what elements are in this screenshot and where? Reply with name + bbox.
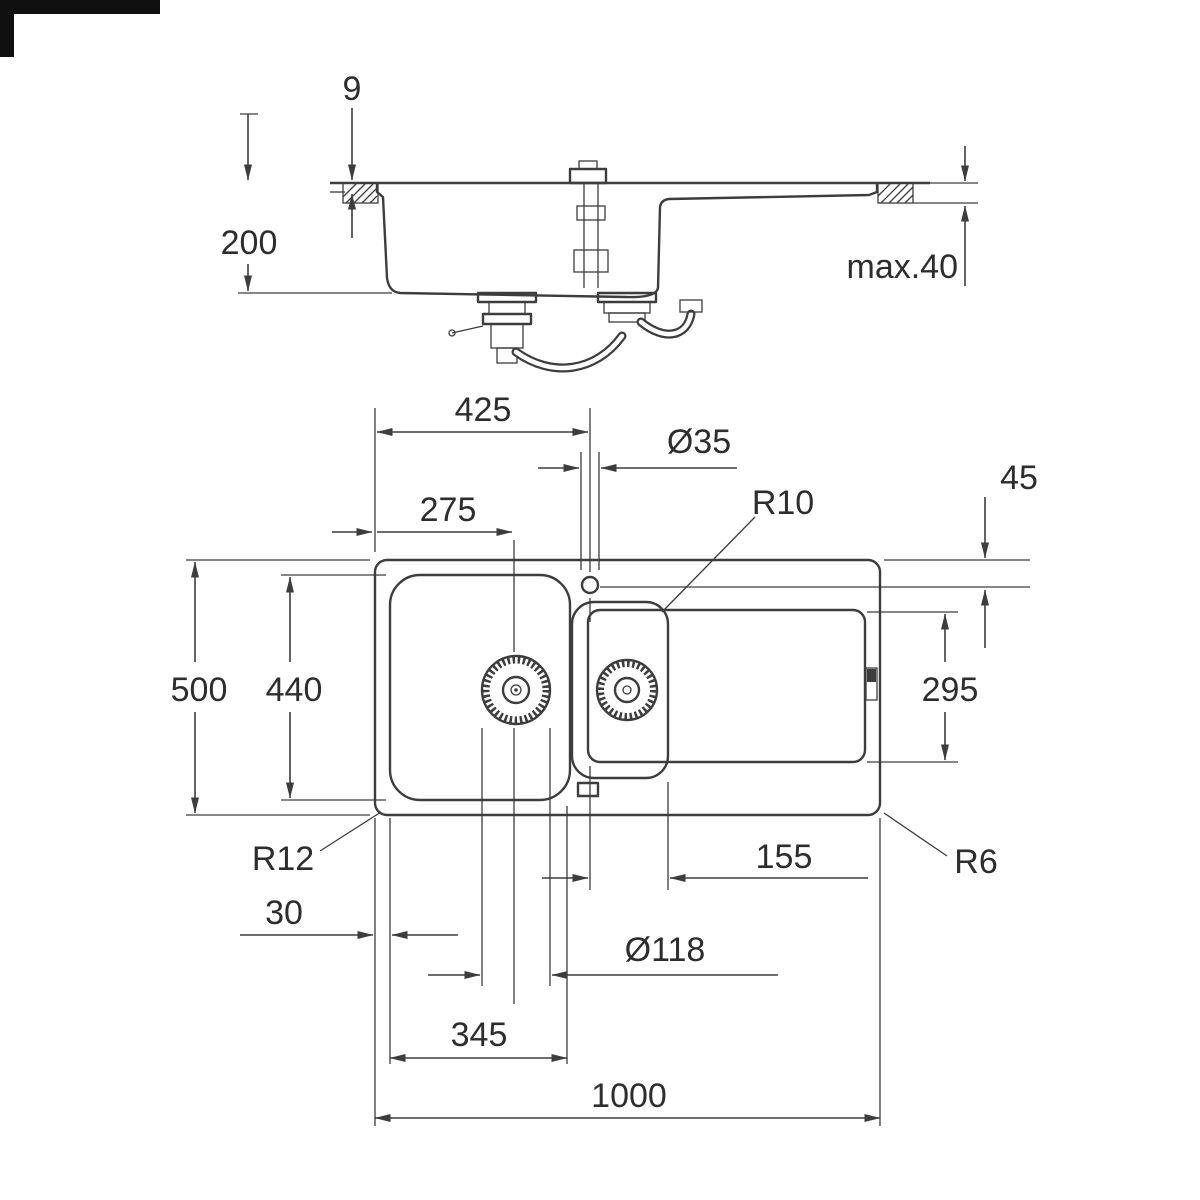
countertop: [330, 181, 978, 204]
sink-outer-edge: [373, 558, 882, 817]
dim-tap-hole-dia: Ø35: [667, 423, 731, 461]
section-view: 9 200 max.40: [221, 70, 978, 373]
dim-drainer-depth: 295: [922, 671, 979, 709]
waste-half-bowl: [595, 658, 659, 722]
waste-main-bowl: [480, 654, 552, 726]
plan-dimensions: 425 Ø35 275 45 R10 500: [171, 391, 1038, 1126]
dim-bowl-inner-depth: 440: [266, 671, 323, 709]
dim-bowl-width: 345: [451, 1016, 508, 1054]
half-bowl: [570, 600, 670, 780]
dim-drainer-offset: 155: [756, 838, 813, 876]
plan-view: 425 Ø35 275 45 R10 500: [171, 391, 1038, 1126]
sink-section-profile: [375, 160, 879, 299]
dim-tap-offset-y: 45: [1000, 459, 1038, 497]
dim-inner-radius: R10: [752, 484, 814, 522]
dim-bowl-depth: 200: [221, 224, 278, 262]
scan-artifact-corner: [0, 0, 160, 57]
tap-mount: [568, 167, 608, 185]
dim-rim-height: 9: [343, 70, 362, 108]
hatch-left: [342, 182, 378, 204]
dim-waste-dia: Ø118: [625, 931, 706, 969]
overflow-slot: [576, 781, 600, 798]
dim-outer-radius-left: R12: [252, 840, 314, 878]
counter-block-right: [877, 182, 914, 204]
dim-outer-radius-right: R6: [954, 843, 997, 881]
dim-overall-depth: 500: [171, 671, 228, 709]
dim-bowl-center-x: 275: [420, 491, 477, 529]
dim-edge-gap: 30: [265, 894, 303, 932]
hatch-right: [877, 182, 914, 204]
section-dimensions: 9 200 max.40: [221, 70, 969, 294]
dim-tap-offset-x: 425: [455, 391, 512, 429]
drainer-area: [586, 608, 867, 764]
dim-overall-width: 1000: [591, 1077, 667, 1115]
dim-max-worktop: max.40: [847, 248, 959, 286]
main-bowl: [388, 573, 572, 802]
sink-plan-outline: [373, 408, 882, 1004]
drainer-end-detail: [865, 667, 878, 701]
waste-plumbing: [448, 291, 703, 373]
tap-hole: [580, 575, 600, 595]
